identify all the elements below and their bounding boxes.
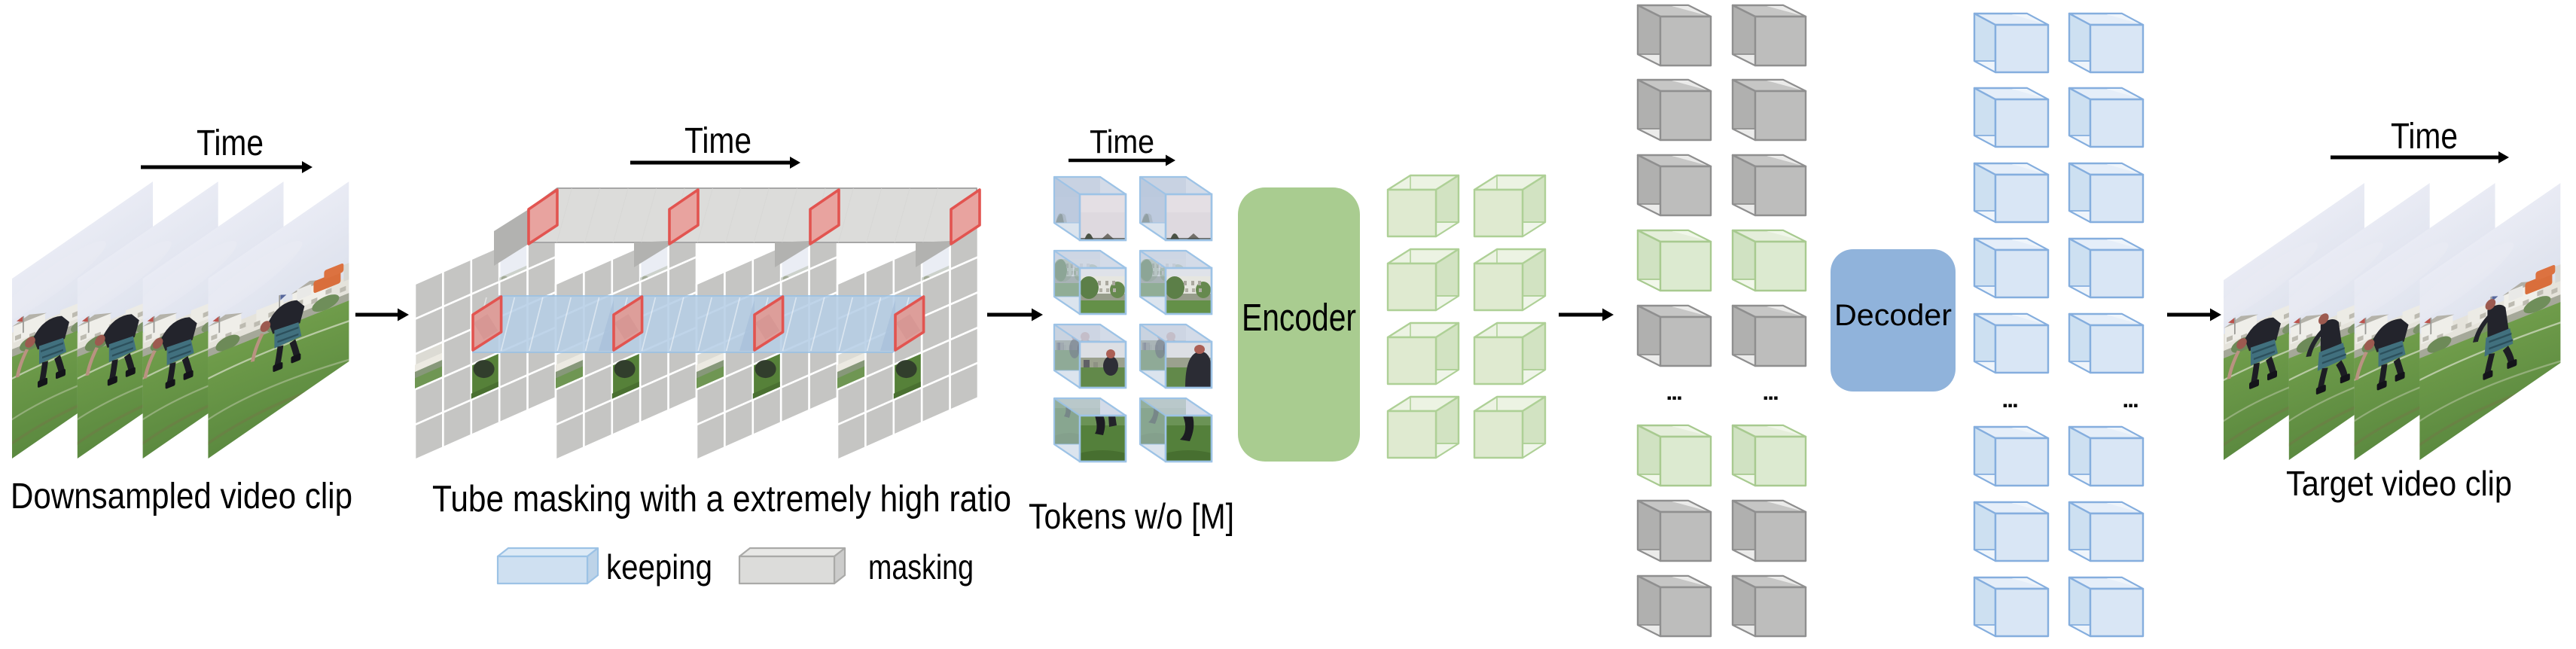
svg-text:Time: Time — [197, 123, 264, 163]
svg-text:Time: Time — [1090, 123, 1154, 160]
svg-text:Encoder: Encoder — [1242, 296, 1356, 339]
svg-text:masking: masking — [868, 547, 974, 587]
svg-text:Time: Time — [2391, 117, 2458, 157]
svg-text:Time: Time — [684, 121, 751, 161]
svg-text:Target video clip: Target video clip — [2286, 464, 2512, 503]
svg-text:Tokens w/o [M]: Tokens w/o [M] — [1029, 496, 1234, 536]
svg-text:Tube masking with a extremely: Tube masking with a extremely high ratio — [432, 479, 1011, 520]
svg-text:Decoder: Decoder — [1834, 299, 1952, 332]
svg-text:Downsampled video clip: Downsampled video clip — [11, 477, 352, 516]
svg-text:keeping: keeping — [606, 547, 712, 587]
